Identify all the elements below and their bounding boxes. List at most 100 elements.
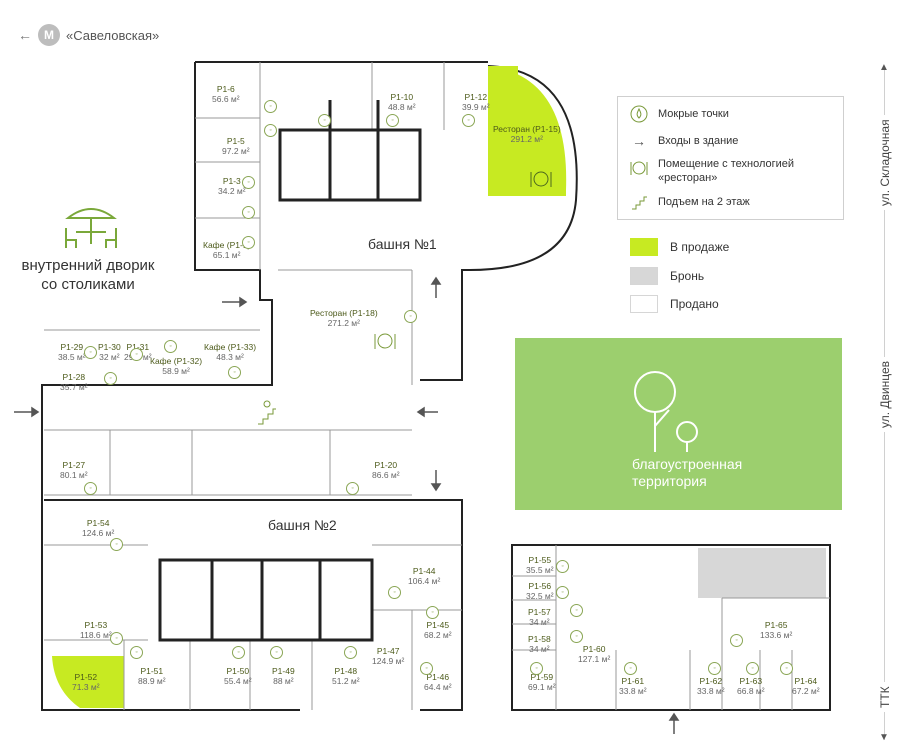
unit-fill-p1-52: [52, 656, 124, 708]
status-for-sale-label: В продаже: [670, 240, 730, 254]
water-drop-icon: ◦: [130, 646, 143, 659]
legend-label-stairs: Подъем на 2 этаж: [658, 196, 750, 208]
tower-1-label: башня №1: [366, 236, 439, 252]
water-drop-icon: ◦: [730, 634, 743, 647]
water-drop-icon: ◦: [84, 482, 97, 495]
unit-name: Р1-64: [794, 676, 818, 686]
unit-name: Р1-63: [739, 676, 763, 686]
unit-area: 127.1 м²: [578, 654, 611, 664]
landscaped-label-line2: территория: [632, 473, 707, 489]
water-drop-icon: ◦: [388, 586, 401, 599]
legend-label-entrance: Входы в здание: [658, 135, 739, 147]
unit-name: Р1-20: [374, 460, 398, 470]
unit-area: 38.5 м²: [58, 352, 86, 362]
unit-name: Р1-60: [582, 644, 606, 654]
water-drop-icon: ◦: [386, 114, 399, 127]
stairs-icon: [628, 191, 650, 213]
arrow-left-icon: ←: [18, 27, 32, 43]
tower-2-label: башня №2: [266, 517, 339, 533]
water-drop-icon: ◦: [104, 372, 117, 385]
unit-fill-reserved: [698, 548, 826, 598]
unit-name: Ресторан (Р1-15): [493, 124, 561, 134]
unit-fill-p1-15: [488, 66, 567, 196]
unit-name: Р1-49: [272, 666, 295, 676]
unit-area: 271.2 м²: [327, 318, 360, 328]
water-drop-icon: ◦: [232, 646, 245, 659]
unit-area: 88.9 м²: [138, 676, 166, 686]
unit-area: 88 м²: [273, 676, 294, 686]
legend-row-wet: Мокрые точки: [618, 103, 729, 125]
water-drop-icon: ◦: [242, 176, 255, 189]
unit-restaurant-p1-15[interactable]: Ресторан (Р1-15)291.2 м²: [493, 124, 561, 144]
water-drop-icon: ◦: [242, 236, 255, 249]
water-drop-icon: ◦: [780, 662, 793, 675]
unit-name: Кафе (Р1-1): [203, 240, 251, 250]
water-drop-icon: ◦: [426, 606, 439, 619]
unit-cafe-p1-1[interactable]: Кафе (Р1-1)65.1 м²: [203, 240, 250, 260]
unit-name: Р1-5: [226, 136, 245, 146]
unit-area: 133.6 м²: [760, 630, 793, 640]
unit-name: Р1-65: [764, 620, 788, 630]
unit-area: 39.9 м²: [462, 102, 490, 112]
metro-link[interactable]: ← М «Савеловская»: [18, 24, 159, 46]
unit-area: 291.2 м²: [510, 134, 543, 144]
unit-area: 34 м²: [529, 644, 550, 654]
unit-area: 34.2 м²: [218, 186, 246, 196]
unit-cafe-p1-32[interactable]: Кафе (Р1-32)58.9 м²: [150, 356, 202, 376]
unit-name: Р1-55: [528, 555, 552, 565]
unit-name: Р1-50: [226, 666, 250, 676]
courtyard-line2: со столиками: [41, 276, 135, 293]
unit-area: 118.6 м²: [80, 630, 112, 640]
water-drop-icon: ◦: [530, 662, 543, 675]
water-drop-icon: ◦: [462, 114, 475, 127]
legend-row-restaurant: Помещение с технологией «ресторан»: [618, 157, 833, 185]
unit-name: Р1-31: [126, 342, 150, 352]
water-drop-icon: ◦: [404, 310, 417, 323]
unit-name: Р1-58: [528, 634, 551, 644]
unit-area: 33.8 м²: [697, 686, 725, 696]
unit-name: Р1-62: [699, 676, 723, 686]
unit-area: 64.4 м²: [424, 682, 452, 692]
legend-box: Мокрые точки → Входы в здание Помещение …: [617, 96, 844, 220]
status-sold: Продано: [630, 295, 719, 313]
water-drop-icon: [628, 103, 650, 125]
unit-cafe-p1-33[interactable]: Кафе (Р1-33)48.3 м²: [204, 342, 256, 362]
unit-name: Р1-3: [222, 176, 241, 186]
unit-restaurant-p1-18[interactable]: Ресторан (Р1-18)271.2 м²: [310, 308, 378, 328]
cafe-table-icon: [65, 208, 117, 248]
unit-area: 58.9 м²: [162, 366, 190, 376]
unit-name: Р1-56: [528, 581, 552, 591]
